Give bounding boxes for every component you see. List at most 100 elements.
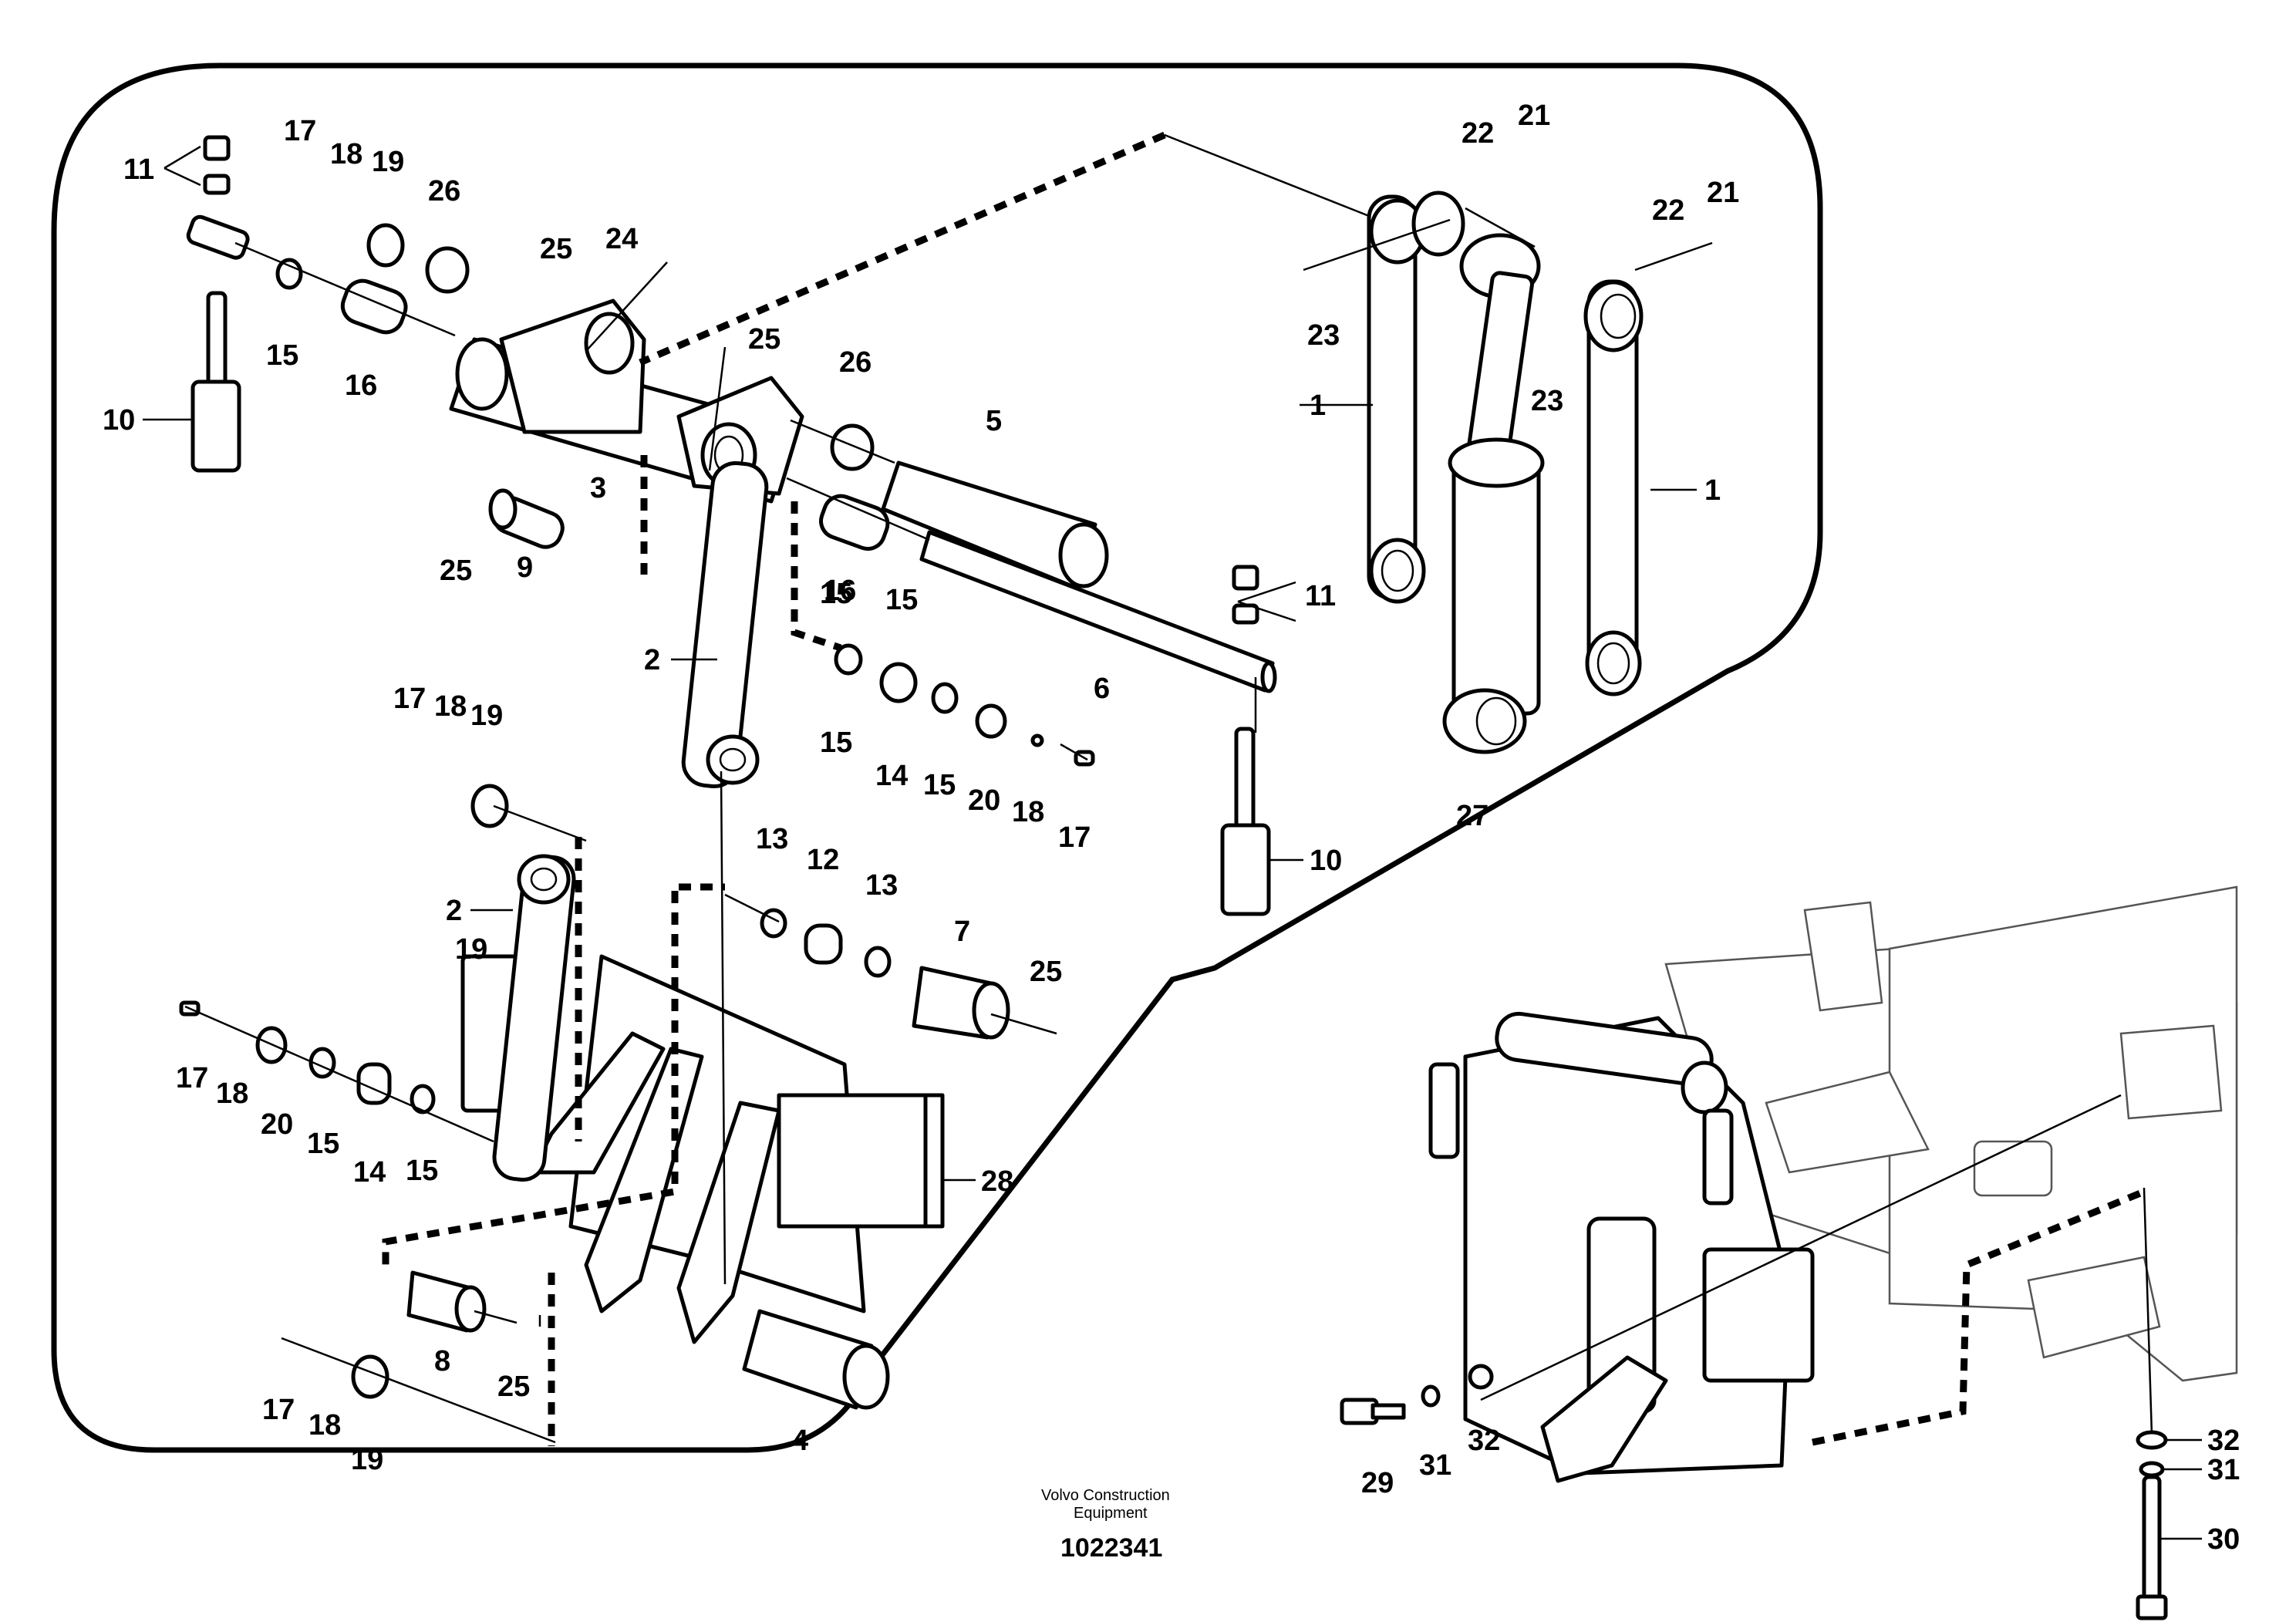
callout-label: 11: [123, 153, 154, 186]
callout-label: 17: [1058, 821, 1091, 854]
callout-label: 32: [1468, 1425, 1500, 1457]
bushing-16-lower: [819, 494, 890, 551]
bracket-28-assembly: [460, 954, 945, 1344]
washer-chain-right: [834, 643, 1095, 767]
callout-label: 15: [885, 584, 918, 616]
callout-label: 25: [497, 1371, 530, 1403]
overview-linkage: [1428, 1011, 1815, 1483]
callout-label: 15: [820, 727, 852, 759]
pin-8: [406, 1270, 487, 1333]
callout-label: 9: [517, 551, 533, 584]
callout-label: 22: [1652, 194, 1684, 227]
callout-label: 25: [1030, 956, 1062, 988]
callout-label: 25: [540, 233, 572, 265]
callout-label: 17: [262, 1394, 295, 1426]
callout-label: 11: [1305, 580, 1336, 612]
callout-label: 1: [1310, 389, 1326, 422]
callout-label: 30: [2207, 1523, 2240, 1556]
callout-labels: 1 1 2 2 3 4 5 6 7 8 9 10 10 11 11 12 13 …: [103, 99, 2240, 1556]
callout-label: 18: [434, 690, 467, 723]
overview-fasteners: [1340, 1094, 2168, 1620]
callout-label: 5: [986, 405, 1002, 437]
callout-label: 29: [1361, 1467, 1394, 1499]
bushing-26-lower: [830, 423, 875, 471]
callout-label: 7: [954, 916, 970, 948]
washer-15-upper: [275, 258, 303, 290]
pin-10-upper: [186, 135, 250, 473]
callout-label: 10: [103, 404, 135, 437]
callout-label: 12: [807, 844, 839, 876]
callout-label: 13: [756, 823, 788, 855]
callout-label: 2: [644, 644, 660, 676]
callout-label: 20: [261, 1108, 293, 1141]
callout-label: 15: [307, 1128, 339, 1160]
dashed-leader-bracket: [382, 891, 679, 1265]
callout-label: 1: [1704, 474, 1721, 507]
callout-label: 22: [1462, 117, 1494, 150]
lever-2-lower: [492, 854, 576, 1182]
centre-lines: [184, 133, 1713, 1444]
callout-label: 27: [1456, 800, 1489, 832]
callout-label: 18: [330, 138, 362, 170]
callout-label: 2: [446, 895, 462, 927]
pin-4: [742, 1309, 890, 1410]
callout-label: 31: [1419, 1449, 1451, 1482]
pin-9: [488, 488, 565, 549]
bushing-26-upper: [425, 246, 470, 294]
dashed-leader-rod: [791, 501, 842, 652]
washer-19-upper: [366, 223, 405, 268]
callout-label: 28: [981, 1165, 1013, 1198]
callout-label: 21: [1707, 177, 1739, 209]
callout-label: 6: [1094, 673, 1110, 705]
washer-chain-lower-right: [760, 908, 892, 978]
link-arm-1-right: [1583, 279, 1644, 696]
callout-label: 3: [590, 472, 606, 504]
callout-label: 23: [1307, 319, 1340, 352]
detail-frame: [51, 62, 1823, 1453]
document-number: 1022341: [1060, 1533, 1162, 1563]
callout-label: 23: [1531, 385, 1563, 417]
callout-label: 10: [1310, 845, 1342, 877]
pin-5: [881, 460, 1109, 588]
callout-label: 14: [353, 1156, 386, 1189]
credit-line-1: Volvo Construction: [1041, 1487, 1170, 1504]
rod-6: [919, 530, 1277, 693]
callout-label: 17: [393, 683, 426, 715]
pin-7: [912, 966, 1010, 1040]
lever-2-upper: [681, 460, 769, 789]
dashed-leader-top: [639, 131, 1166, 366]
bushing-16-upper: [340, 278, 408, 335]
shaft-3: [449, 298, 804, 504]
callout-label: 32: [2207, 1425, 2240, 1457]
callout-label: 31: [2207, 1454, 2240, 1486]
callout-label: 24: [605, 223, 638, 255]
callout-label: 18: [216, 1077, 248, 1110]
callout-label: 14: [875, 760, 908, 792]
callout-label: 19: [351, 1444, 383, 1476]
callout-label: 8: [434, 1345, 450, 1378]
callout-label: 4: [792, 1425, 808, 1457]
pin-10-right: [1220, 565, 1271, 916]
callout-label: 18: [308, 1409, 341, 1442]
callout-label: 15: [820, 578, 852, 610]
callout-label: 19: [372, 146, 404, 178]
callout-label: 19: [455, 933, 487, 966]
callout-label: 16: [345, 369, 377, 402]
callout-label: 15: [266, 339, 298, 372]
dashed-leader-overview: [1812, 1188, 2146, 1446]
callout-label: 16: [824, 575, 856, 607]
callout-label: 25: [440, 555, 472, 587]
callout-label: 15: [923, 769, 956, 801]
callout-label: 17: [176, 1062, 208, 1094]
callout-label: 18: [1012, 796, 1044, 828]
callout-label: 26: [839, 346, 872, 379]
callout-label: 20: [968, 784, 1000, 817]
callout-label: 26: [428, 175, 460, 207]
callout-leaders: [143, 145, 2202, 1540]
callout-label: 21: [1518, 99, 1550, 132]
callout-label: 17: [284, 115, 316, 147]
washer-19-lower: [351, 784, 509, 1399]
credit-line-2: Equipment: [1074, 1505, 1148, 1522]
callout-label: 25: [748, 323, 781, 356]
